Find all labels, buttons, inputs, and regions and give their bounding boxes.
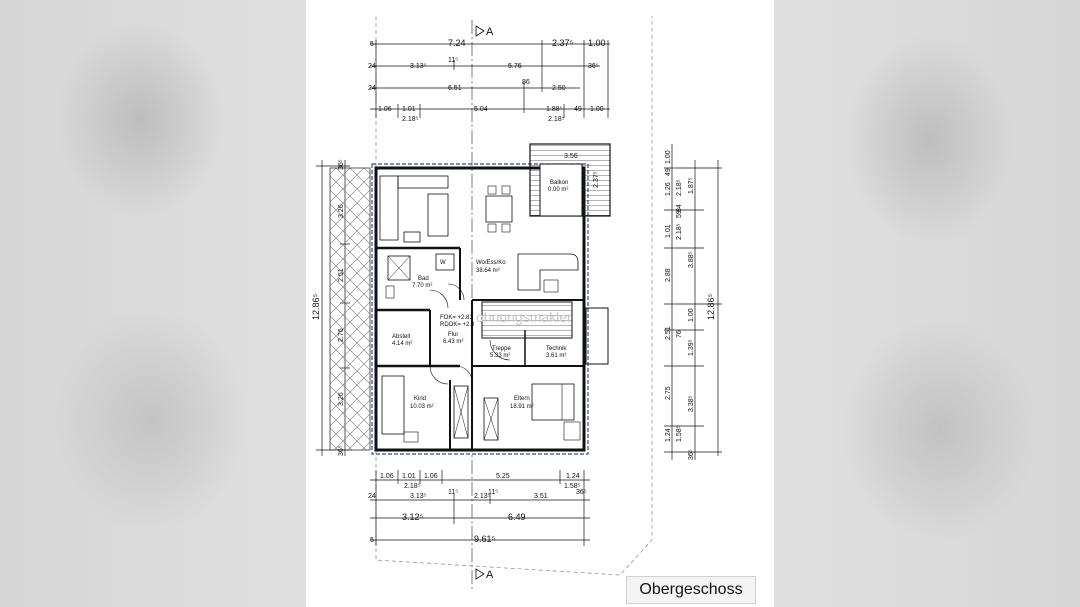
dim-bot-1-1: 1.01	[402, 473, 416, 480]
dim-right-9: 1.00	[688, 308, 695, 322]
dim-bot-3-1: 3.13⁵	[410, 493, 427, 500]
floor-caption: Obergeschoss	[626, 576, 756, 604]
room-wohnen-area: 38.64 m²	[476, 268, 500, 274]
dim-bot-3-2: 11⁵	[448, 489, 458, 496]
dim-right-4: 1.01	[665, 224, 672, 238]
dim-left-3: 2.76	[338, 328, 345, 342]
dim-left-2: 2.51	[338, 268, 345, 282]
dim-balcony-width: 3.56	[564, 153, 578, 160]
room-technik-area: 3.61 m²	[546, 353, 566, 359]
room-wohnen-name: Wo/Ess/Ko	[476, 260, 506, 266]
dim-right-3: 2.18⁵	[676, 179, 683, 196]
dim-bot-4-0: 3.12⁵	[402, 512, 424, 522]
room-balkon-area: 0.00 m²	[548, 187, 568, 193]
dim-left-5: 36⁵	[338, 445, 345, 456]
room-technik-name: Technik	[546, 346, 567, 352]
dim-bot-3-5: 3.51	[534, 493, 548, 500]
dim-bot-5-1: 9.61⁵	[474, 534, 496, 544]
dim-bot-1-0: 1.06	[380, 473, 394, 480]
dim-right-19: 84	[676, 204, 683, 212]
dim-right-overall: 12.86⁵	[706, 293, 716, 320]
dim-right-5: 1.87⁵	[688, 177, 695, 194]
dim-right-8: 3.88⁵	[688, 251, 695, 268]
level-rdok: RDOK= +2.8	[440, 322, 475, 328]
dim-bot-3-3: 2.13⁵	[474, 493, 491, 500]
room-flur-name: Flur	[448, 332, 458, 338]
dim-right-0: 1.00	[665, 150, 672, 164]
dim-top-2-1: 3.13⁵	[410, 63, 427, 70]
dim-balcony-depth: 2.37⁵	[593, 171, 600, 188]
dim-bot-3-4: 11⁵	[488, 489, 498, 496]
dim-bot-1-4: 1.24	[566, 473, 580, 480]
room-kind-area: 10.03 m²	[410, 404, 434, 410]
dim-bot-1-3: 5.25	[496, 473, 510, 480]
dim-bot-3-6: 36⁵	[576, 489, 587, 496]
dim-bot-2-0: 2.18⁵	[404, 483, 421, 490]
washer-label: W	[440, 260, 446, 266]
dim-top-5-0: 2.18⁵	[402, 116, 419, 123]
dim-right-12: 76	[676, 330, 683, 338]
dim-top-1-2: 2.37⁵	[552, 38, 574, 48]
dim-bot-4-1: 6.49	[508, 512, 526, 522]
dim-top-2-2: 11⁵	[448, 57, 458, 64]
dim-top-1-0: 5	[370, 41, 374, 48]
dim-right-15: 1.58⁵	[676, 425, 683, 442]
dim-right-6: 2.18⁵	[676, 223, 683, 240]
dim-left-0: 36⁵	[338, 159, 345, 170]
dim-bot-3-0: 24	[368, 493, 376, 500]
dim-left-4: 3.26	[338, 392, 345, 406]
watermark: ohnungsmakler	[476, 309, 572, 325]
dim-left-overall: 12.86⁵	[311, 293, 321, 320]
dim-right-7: 2.88	[665, 268, 672, 282]
room-balkon-name: Balkon	[550, 180, 568, 186]
terrace-hatch	[329, 167, 371, 451]
room-treppe-name: Treppe	[492, 346, 511, 352]
dim-top-4-3: 1.88⁵	[546, 106, 563, 113]
dim-top-1-1: 7.24	[448, 38, 466, 48]
room-bad-name: Bad	[418, 276, 429, 282]
room-kind-name: Kind	[414, 396, 426, 402]
dim-top-3-3: 2.50	[552, 85, 566, 92]
dim-right-16: 3.38⁵	[688, 395, 695, 412]
dim-top-4-2: 5.04	[474, 106, 488, 113]
dim-bot-2-1: 1.58⁵	[564, 483, 581, 490]
dim-top-2-3: 5.76	[508, 63, 522, 70]
dim-right-14: 1.24	[665, 428, 672, 442]
room-bad-area: 7.70 m²	[412, 283, 432, 289]
room-flur-area: 6.43 m²	[443, 339, 463, 345]
dim-right-1: 49	[665, 168, 672, 176]
room-treppe-area: 5.33 m²	[490, 353, 510, 359]
dim-top-5-1: 2.18⁵	[548, 116, 565, 123]
dim-top-2-0: 24	[368, 63, 376, 70]
dim-top-3-2: 86	[522, 79, 530, 86]
dim-right-13: 2.75	[665, 386, 672, 400]
section-marker-bottom: A	[486, 569, 494, 581]
dim-right-2: 1.26	[665, 182, 672, 196]
dim-top-3-1: 6.51	[448, 85, 462, 92]
room-eltern-name: Eltern	[514, 396, 530, 402]
dim-top-4-1: 1.01	[402, 106, 416, 113]
dim-left-1: 3.26	[338, 204, 345, 218]
dim-top-2-4: 36⁵	[588, 63, 599, 70]
dim-right-17: 36⁵	[688, 449, 695, 460]
property-line	[375, 16, 653, 576]
dim-bot-5-0: 5	[370, 537, 374, 544]
dim-top-4-0: 1.06	[378, 106, 392, 113]
dim-top-3-0: 24	[368, 85, 376, 92]
section-marker-top: A	[486, 26, 494, 38]
dim-top-1-3: 1.00	[588, 38, 606, 48]
dim-right-18: 59	[676, 210, 683, 218]
dim-right-10: 2.51	[665, 326, 672, 340]
dim-top-4-4: 49	[574, 106, 582, 113]
room-abstell-name: Abstell	[392, 334, 410, 340]
dim-bot-1-2: 1.06	[424, 473, 438, 480]
dim-right-11: 1.39⁵	[688, 339, 695, 356]
level-fok: FOK= +2.83	[440, 315, 473, 321]
room-eltern-area: 18.91 m²	[510, 404, 534, 410]
dim-top-4-5: 1.00	[590, 106, 604, 113]
blue-outline	[371, 163, 589, 455]
room-abstell-area: 4.14 m²	[392, 341, 412, 347]
